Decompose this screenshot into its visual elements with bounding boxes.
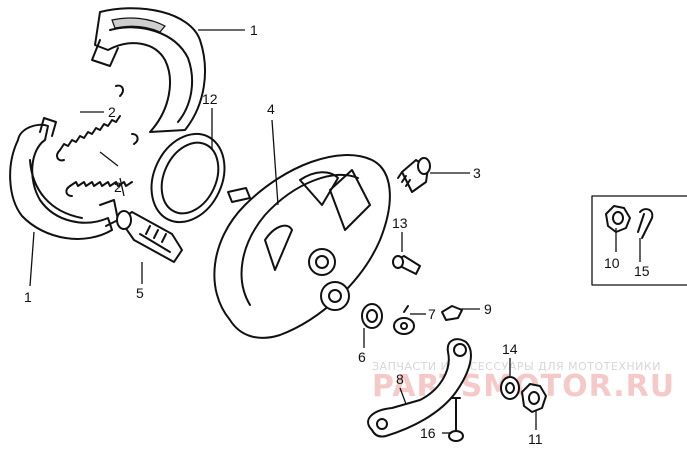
castle-nut bbox=[605, 205, 631, 233]
watermark-tagline: ЗАПЧАСТИ И АКСЕССУАРЫ ДЛЯ МОТОТЕХНИКИ bbox=[372, 360, 661, 373]
brake-panel bbox=[213, 154, 391, 339]
callout-4: 4 bbox=[267, 101, 275, 117]
callout-6: 6 bbox=[358, 349, 366, 365]
callout-3: 3 bbox=[473, 165, 481, 181]
spring-lower bbox=[65, 133, 139, 197]
cotter-pin bbox=[637, 208, 654, 239]
callout-13: 13 bbox=[392, 215, 408, 231]
callout-11: 11 bbox=[528, 431, 543, 447]
oil-seal-ring bbox=[150, 132, 226, 224]
arm-washer bbox=[500, 376, 520, 400]
callout-14: 14 bbox=[502, 341, 518, 357]
adjuster-bolt bbox=[397, 157, 431, 193]
callout-7: 7 bbox=[428, 306, 436, 322]
brake-cam bbox=[116, 210, 183, 263]
brake-shoe-upper bbox=[91, 7, 206, 133]
callout-8: 8 bbox=[396, 371, 404, 387]
callout-numbers: 1 1 2 2 3 4 5 6 7 8 9 10 11 12 13 14 15 … bbox=[24, 22, 650, 447]
inset-box bbox=[591, 195, 687, 286]
arm-nut bbox=[521, 383, 547, 413]
callout-2-lower: 2 bbox=[114, 179, 122, 195]
callout-9: 9 bbox=[484, 301, 492, 317]
callout-5: 5 bbox=[136, 285, 144, 301]
callout-2-upper: 2 bbox=[108, 104, 116, 120]
dust-seal bbox=[361, 303, 383, 329]
washer bbox=[393, 305, 415, 335]
retaining-clip bbox=[441, 305, 463, 321]
callout-16: 16 bbox=[420, 425, 436, 441]
callout-10: 10 bbox=[604, 255, 620, 271]
callout-1-lower: 1 bbox=[24, 289, 32, 305]
callout-15: 15 bbox=[634, 263, 650, 279]
brake-shoe-lower bbox=[9, 117, 119, 240]
spring-upper bbox=[56, 84, 124, 162]
callout-1-upper: 1 bbox=[250, 22, 258, 38]
leader-lines bbox=[29, 29, 641, 434]
brake-arm bbox=[367, 338, 472, 438]
callout-12: 12 bbox=[202, 91, 218, 107]
arm-bolt bbox=[448, 397, 464, 442]
small-bolt bbox=[392, 255, 421, 275]
